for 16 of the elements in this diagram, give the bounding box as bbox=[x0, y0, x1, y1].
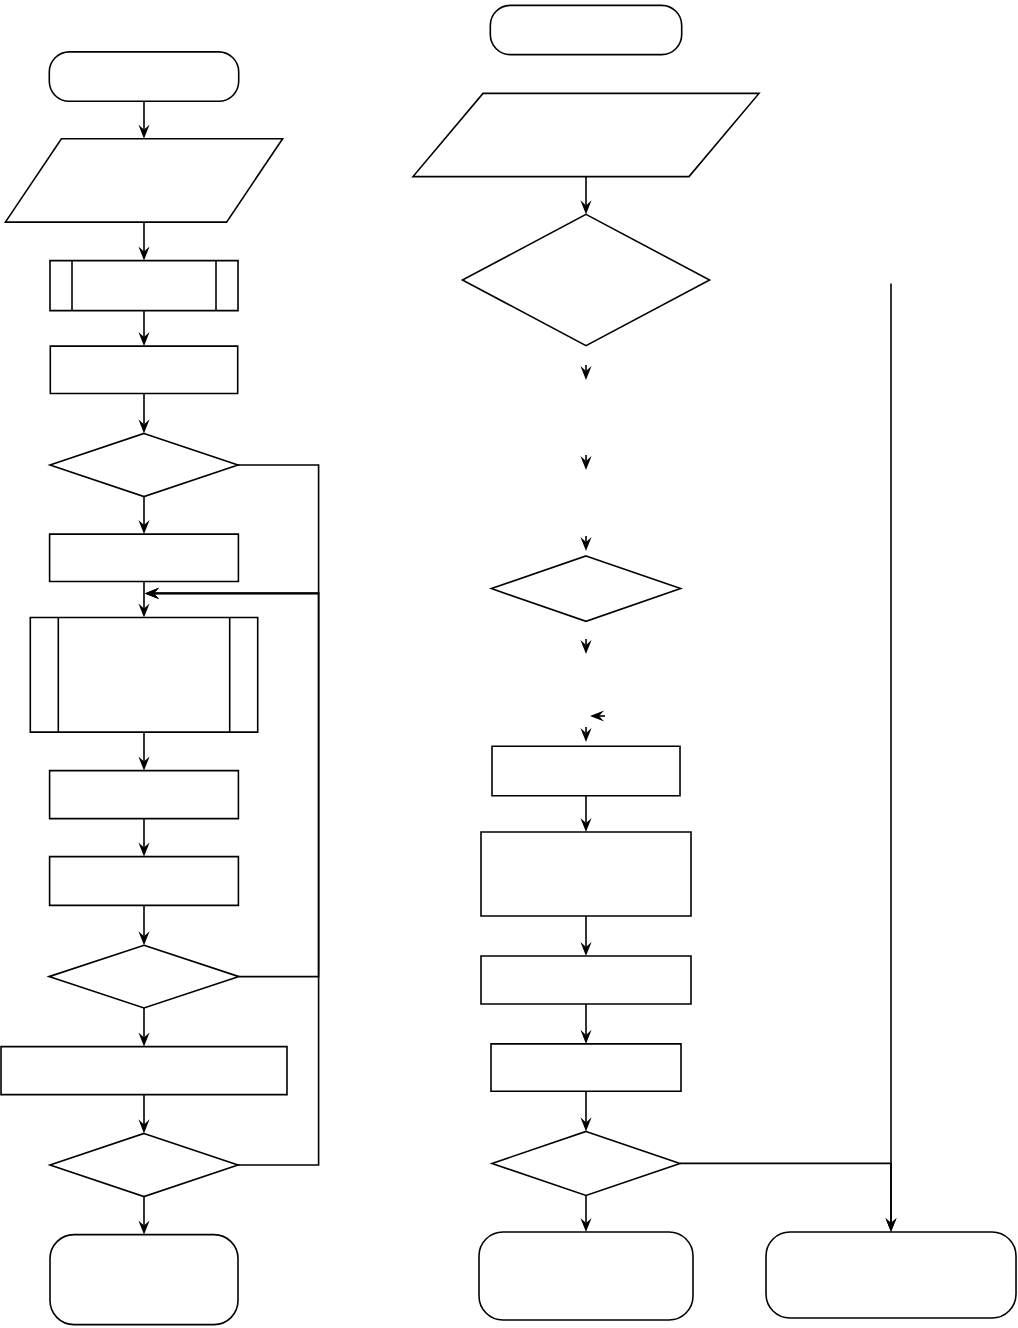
process-box bbox=[480, 831, 692, 917]
terminal-box bbox=[49, 1233, 239, 1326]
process-box bbox=[49, 345, 239, 395]
terminal-box bbox=[48, 51, 240, 103]
process-box bbox=[48, 769, 240, 820]
process-box bbox=[48, 533, 240, 583]
terminal-box bbox=[765, 1231, 1017, 1319]
process-box bbox=[48, 855, 240, 907]
process-box bbox=[480, 955, 692, 1005]
subroutine-box bbox=[49, 259, 239, 312]
subroutine-box bbox=[29, 616, 259, 733]
process-box bbox=[490, 1043, 682, 1093]
process-box bbox=[491, 745, 681, 797]
terminal-box bbox=[478, 1231, 694, 1321]
terminal-box bbox=[489, 4, 683, 56]
process-box bbox=[0, 1045, 288, 1096]
